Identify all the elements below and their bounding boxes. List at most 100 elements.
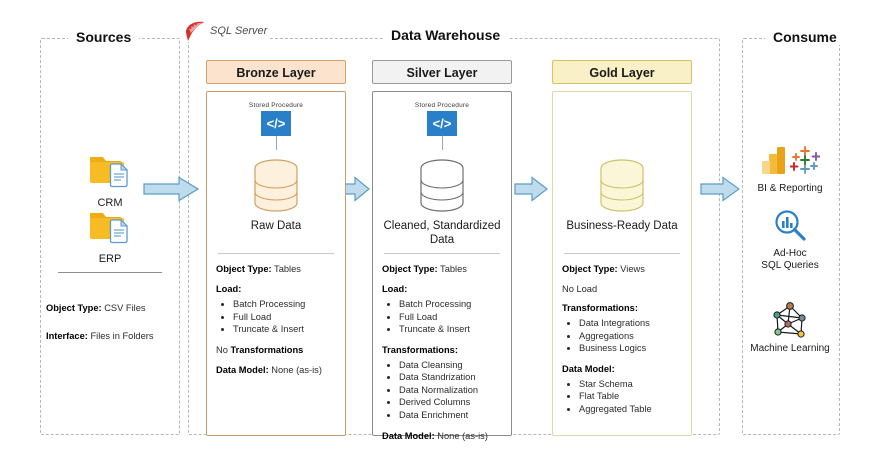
silver-data-model-value: None (as-is) [437, 431, 488, 441]
silver-transformations-list: Data Cleansing Data Standrization Data N… [382, 360, 502, 422]
bronze-load-list: Batch Processing Full Load Truncate & In… [216, 299, 336, 336]
layer-gold-title: Gold Layer [552, 60, 692, 84]
bronze-connector-line [275, 136, 277, 150]
bronze-data-model: Data Model: None (as-is) [216, 364, 336, 376]
sources-object-type: Object Type: CSV Files [46, 303, 176, 313]
sources-interface-key: Interface: [46, 331, 88, 341]
bronze-stored-procedure-label: Stored Procedure [248, 102, 304, 109]
list-item: Batch Processing [233, 299, 336, 311]
sources-object-type-key: Object Type: [46, 303, 102, 313]
gold-object-type-key: Object Type: [562, 264, 618, 274]
group-title-sources: Sources [68, 29, 140, 45]
gold-node-label: Business-Ready Data [566, 220, 678, 232]
database-cylinder-icon [600, 159, 644, 212]
list-item: Data Cleansing [399, 360, 502, 372]
gold-divider [564, 253, 680, 254]
list-item: Data Standrization [399, 372, 502, 384]
silver-transformations-title: Transformations: [382, 344, 458, 355]
consume-item-machine-learning: Machine Learning [742, 300, 838, 355]
silver-stored-procedure: Stored Procedure </> [382, 102, 502, 158]
group-title-consume: Consume [765, 29, 845, 45]
stored-procedure-code-icon: </> [261, 111, 291, 136]
silver-load-list: Batch Processing Full Load Truncate & In… [382, 299, 502, 336]
consume-item-bi-reporting: BI & Reporting [742, 140, 838, 195]
silver-object-type-key: Object Type: [382, 264, 438, 274]
source-item-crm: CRM [62, 150, 158, 209]
list-item: Aggregations [579, 331, 682, 343]
bronze-transformations-prefix: No [216, 344, 231, 355]
folder-file-icon [90, 213, 129, 244]
network-graph-icon [773, 302, 806, 338]
silver-node-label: Cleaned, Standardized Data [383, 220, 501, 246]
sql-icon-group [742, 205, 838, 245]
list-item: Full Load [233, 312, 336, 324]
consume-label-adhoc-sql: Ad-Hoc SQL Queries [742, 248, 838, 272]
list-item: Truncate & Insert [233, 324, 336, 336]
power-bi-icon [761, 147, 785, 174]
sources-interface: Interface: Files in Folders [46, 331, 176, 341]
bronze-divider [218, 253, 334, 254]
database-cylinder-icon [420, 159, 464, 212]
list-item: Full Load [399, 312, 502, 324]
consume-label-adhoc-sql-line1: Ad-Hoc [773, 248, 807, 259]
gold-stored-procedure-placeholder [562, 102, 682, 158]
list-item: Aggregated Table [579, 404, 682, 416]
layer-silver-title: Silver Layer [372, 60, 512, 84]
bronze-object-type: Object Type: Tables [216, 263, 336, 275]
list-item: Data Normalization [399, 385, 502, 397]
bronze-data-model-value: None (as-is) [271, 364, 322, 375]
gold-object-type-value: Views [620, 264, 645, 274]
silver-connector-line [441, 136, 443, 150]
silver-data-model-key: Data Model: [382, 431, 435, 441]
silver-object-type: Object Type: Tables [382, 263, 502, 275]
database-cylinder-icon [254, 159, 298, 212]
bronze-load-title: Load: [216, 284, 242, 294]
consume-label-machine-learning: Machine Learning [750, 343, 830, 354]
silver-stored-procedure-label: Stored Procedure [414, 102, 470, 109]
layer-gold: Gold Layer Business-Ready Data Object Ty… [552, 60, 692, 436]
bronze-data-model-key: Data Model: [216, 364, 269, 375]
silver-object-type-value: Tables [440, 264, 467, 274]
layer-silver: Silver Layer Stored Procedure </> Cleane… [372, 60, 512, 441]
silver-data-model: Data Model: None (as-is) [382, 430, 502, 442]
magnifier-chart-icon [775, 210, 806, 241]
sql-server-logo-icon [186, 21, 204, 41]
list-item: Data Integrations [579, 318, 682, 330]
stored-procedure-code-icon: </> [427, 111, 457, 136]
consume-item-adhoc-sql: Ad-Hoc SQL Queries [742, 205, 838, 272]
bronze-transformations-bold: Transformations [230, 344, 304, 355]
flow-arrow-silver-to-gold [514, 176, 548, 207]
folder-file-icon [90, 157, 129, 188]
source-label-erp: ERP [98, 253, 122, 265]
gold-data-model-list: Star Schema Flat Table Aggregated Table [562, 379, 682, 416]
gold-data-model-title: Data Model: [562, 363, 615, 374]
bronze-object-type-value: Tables [274, 264, 301, 274]
flow-arrow-gold-to-consume [700, 176, 741, 207]
sources-divider [58, 272, 162, 273]
layer-bronze-body: Stored Procedure </> Raw Data Object Typ… [206, 91, 346, 436]
bronze-stored-procedure: Stored Procedure </> [216, 102, 336, 158]
layer-gold-body: Business-Ready Data Object Type: Views N… [552, 91, 692, 436]
sql-server-badge: SQL Server [180, 20, 271, 42]
silver-divider [384, 253, 500, 254]
source-item-erp: ERP [62, 206, 158, 265]
list-item: Batch Processing [399, 299, 502, 311]
layer-bronze-title: Bronze Layer [206, 60, 346, 84]
source-label-crm: CRM [97, 197, 123, 209]
list-item: Star Schema [579, 379, 682, 391]
gold-load-title: No Load [562, 284, 598, 294]
bi-icon-group [742, 140, 838, 180]
list-item: Flat Table [579, 391, 682, 403]
list-item: Truncate & Insert [399, 324, 502, 336]
group-title-data-warehouse: Data Warehouse [383, 27, 509, 43]
list-item: Derived Columns [399, 397, 502, 409]
bronze-object-type-key: Object Type: [216, 264, 272, 274]
layer-bronze: Bronze Layer Stored Procedure </> Raw Da… [206, 60, 346, 436]
sources-interface-value: Files in Folders [90, 331, 154, 341]
silver-load-title: Load: [382, 284, 408, 294]
bronze-transformations-title: No Transformations [216, 345, 336, 355]
layer-silver-body: Stored Procedure </> Cleaned, Standardiz… [372, 91, 512, 441]
group-consume [742, 38, 840, 435]
sources-object-type-value: CSV Files [104, 303, 146, 313]
